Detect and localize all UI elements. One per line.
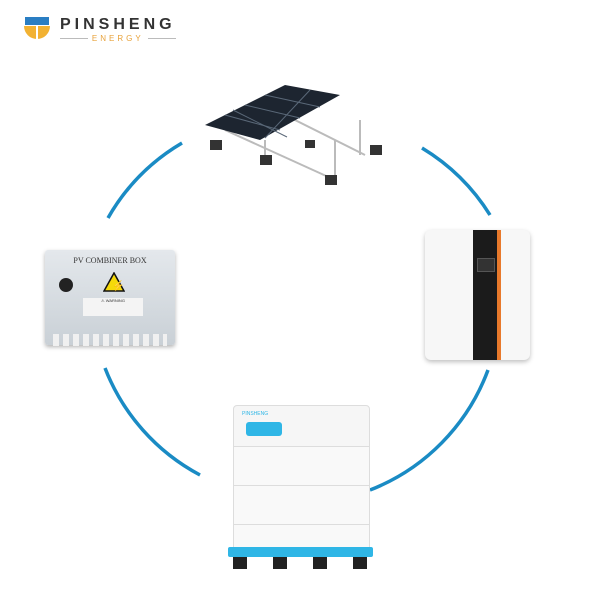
battery-base (228, 547, 373, 557)
arc-top-left (106, 141, 183, 219)
inverter-display (477, 258, 495, 272)
brand-subtitle: ENERGY (60, 34, 176, 43)
inverter-panel (473, 230, 501, 360)
combiner-title: PV COMBINER BOX (73, 256, 147, 265)
battery-stack: PINSHENG (228, 405, 373, 570)
arc-bottom-left (103, 367, 201, 477)
brand-name: PINSHENG (60, 15, 176, 33)
pinsheng-logo: PINSHENG ENERGY (22, 14, 176, 44)
warning-icon: ⚡ (103, 272, 125, 292)
arc-bottom-right (369, 369, 490, 492)
pv-combiner-box: PV COMBINER BOX ⚡ ⚠ WARNING (45, 250, 175, 346)
arc-top-right (421, 146, 492, 216)
cable-glands (53, 334, 167, 346)
inverter (425, 230, 530, 360)
solar-panel-array (205, 85, 382, 185)
battery-wheels (233, 557, 368, 569)
battery-controller: PINSHENG (233, 405, 370, 447)
warning-label: ⚠ WARNING (83, 298, 143, 316)
battery-module (233, 485, 370, 525)
battery-module (233, 446, 370, 486)
logo-sun-panel-icon (24, 17, 50, 41)
battery-module (233, 524, 370, 548)
battery-indicator (246, 422, 282, 436)
knob-icon (59, 278, 73, 292)
battery-brand: PINSHENG (242, 411, 269, 417)
svg-text:⚡: ⚡ (112, 279, 124, 292)
